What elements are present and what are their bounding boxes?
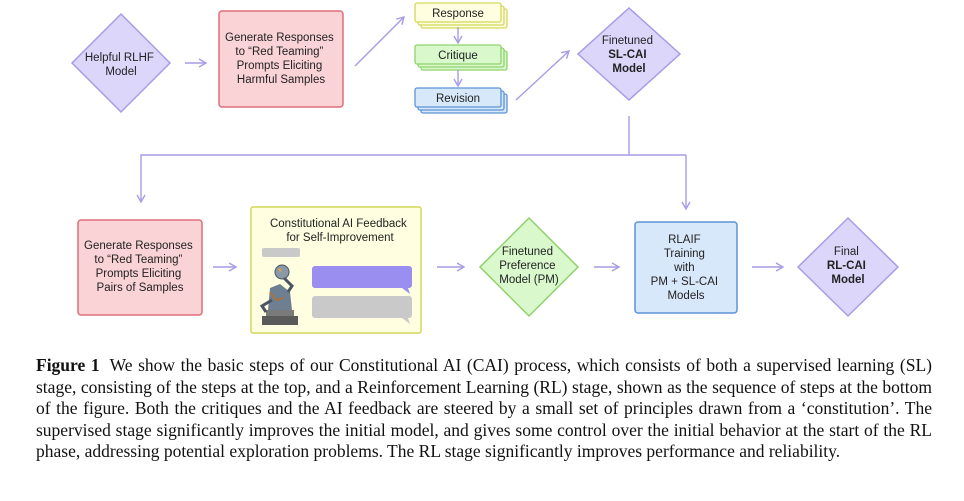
figure-label: Figure 1: [36, 355, 100, 375]
generate-pairs-label: Generate Responses to “Red Teaming” Prom…: [84, 240, 196, 294]
cai-feedback-node: Constitutional AI Feedback for Self-Impr…: [250, 206, 422, 334]
rlaif-training-node: RLAIF Training with PM + SL-CAI Models: [634, 221, 738, 314]
preference-model-node: Finetuned Preference Model (PM): [478, 216, 580, 318]
cai-process-diagram: Helpful RLHF Model Generate Responses to…: [70, 2, 900, 334]
chat-bubble-human: [312, 296, 412, 318]
final-rlcai-model-node: Final RL-CAI Model: [796, 216, 900, 318]
chat-bubble-ai: [312, 266, 412, 288]
rlaif-label: RLAIF Training with PM + SL-CAI Models: [651, 234, 722, 302]
revision-label: Revision: [436, 93, 480, 105]
critique-label: Critique: [438, 50, 478, 62]
arrow-revision-to-slcai: [515, 50, 571, 101]
revision-card: Revision: [414, 87, 508, 114]
generate-harmful-samples-node: Generate Responses to “Red Teaming” Prom…: [218, 10, 344, 108]
preference-model-label: Finetuned Preference Model (PM): [499, 246, 559, 286]
arrow-generate-to-response: [354, 16, 405, 67]
caption-text: We show the basic steps of our Constitut…: [36, 355, 932, 461]
helpful-rlhf-model-node: Helpful RLHF Model: [70, 12, 172, 114]
finetuned-slcai-label: Finetuned SL-CAI Model: [602, 35, 656, 75]
chat-bubble-small: [262, 248, 300, 257]
robot-thinker-icon: [259, 264, 298, 325]
critique-card: Critique: [414, 44, 508, 71]
connector-slcai-to-generate-pairs: [136, 116, 630, 204]
generate-harmful-label: Generate Responses to “Red Teaming” Prom…: [225, 32, 337, 86]
response-card: Response: [414, 2, 508, 29]
finetuned-slcai-model-node: Finetuned SL-CAI Model: [576, 6, 682, 102]
generate-pairs-node: Generate Responses to “Red Teaming” Prom…: [77, 219, 203, 316]
helpful-rlhf-label: Helpful RLHF Model: [85, 52, 157, 78]
response-label: Response: [432, 8, 484, 20]
final-rlcai-label: Final RL-CAI Model: [827, 246, 869, 286]
cai-feedback-label: Constitutional AI Feedback for Self-Impr…: [270, 218, 410, 244]
